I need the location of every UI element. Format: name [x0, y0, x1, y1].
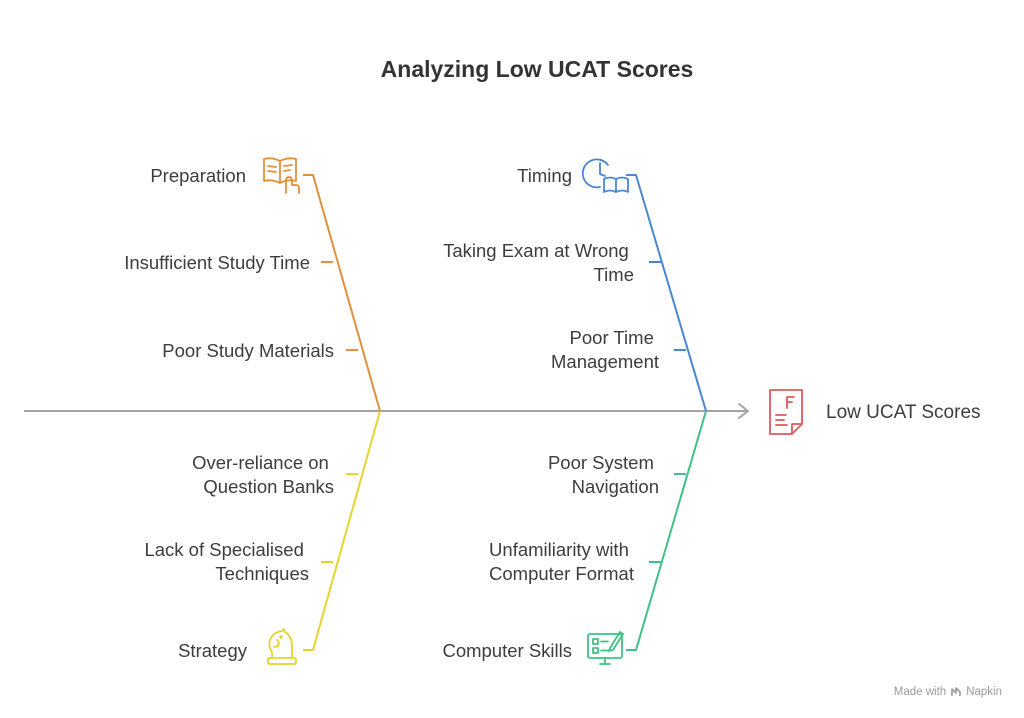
category-label-computer-skills: Computer Skills	[442, 640, 572, 661]
branch-preparation: Preparation Insufficient Study Time Poor…	[124, 157, 381, 412]
computer-checklist-icon	[587, 631, 624, 665]
cause-poor-study-materials: Poor Study Materials	[162, 340, 334, 361]
cause-poor-time-management: Poor Time Management	[551, 327, 659, 372]
effect-node: Low UCAT Scores	[769, 389, 981, 435]
made-with-napkin: Made with Napkin	[894, 686, 1002, 698]
branch-strategy: Strategy Over-reliance on Question Banks…	[144, 410, 381, 665]
diagram-title: Analyzing Low UCAT Scores	[381, 56, 694, 82]
napkin-logo-icon	[951, 687, 961, 696]
cause-poor-system-navigation: Poor System Navigation	[548, 452, 659, 497]
spine-arrow	[24, 403, 749, 419]
cause-taking-exam-wrong-time: Taking Exam at Wrong Time	[443, 240, 634, 285]
branch-computer-skills: Computer Skills Poor System Navigation U…	[442, 410, 707, 665]
clock-book-icon	[581, 158, 629, 193]
bone-strategy	[303, 410, 381, 651]
open-book-hand-icon	[263, 157, 300, 194]
category-label-timing: Timing	[517, 165, 572, 186]
made-with-text: Made with	[893, 686, 947, 698]
grade-f-document-icon	[769, 389, 803, 435]
bone-preparation	[303, 174, 381, 412]
effect-label: Low UCAT Scores	[826, 402, 981, 423]
cause-lack-specialised-techniques: Lack of Specialised Techniques	[144, 539, 309, 584]
cause-insufficient-study-time: Insufficient Study Time	[124, 252, 310, 273]
bone-computer-skills	[626, 410, 707, 651]
cause-over-reliance-question-banks: Over-reliance on Question Banks	[192, 452, 334, 497]
cause-unfamiliarity-computer-format: Unfamiliarity with Computer Format	[489, 539, 634, 584]
category-label-preparation: Preparation	[150, 165, 246, 186]
category-label-strategy: Strategy	[178, 640, 248, 661]
napkin-brand-text: Napkin	[966, 686, 1002, 698]
branch-timing: Timing Taking Exam at Wrong Time Poor Ti…	[443, 158, 707, 412]
bone-timing	[626, 174, 707, 412]
chess-knight-icon	[267, 628, 297, 665]
